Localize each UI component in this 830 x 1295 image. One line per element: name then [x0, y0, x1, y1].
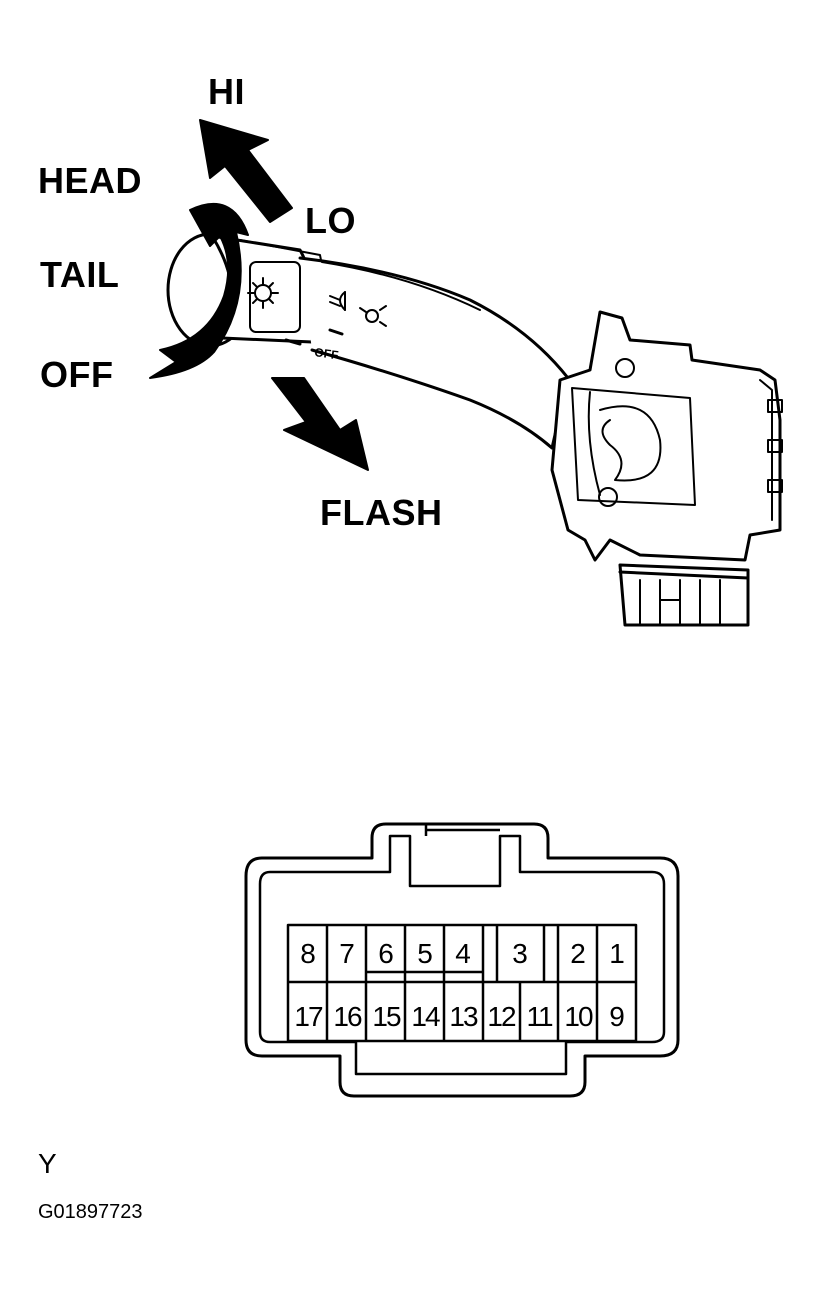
connector-inner-outline: [258, 834, 666, 1076]
pin-9: 9: [609, 1001, 625, 1032]
pin-6: 6: [378, 938, 394, 969]
headlight-symbol-icon: [247, 277, 279, 309]
pin-13: 13: [449, 1001, 478, 1032]
connector-pinout-diagram: 8 7 6 5 4 3 2 1 17 16 15 14 13 12 11 10 …: [244, 822, 680, 1098]
lever-shaft: [298, 256, 570, 450]
label-lo: LO: [305, 200, 356, 241]
switch-body: [550, 310, 783, 562]
label-head: HEAD: [38, 160, 143, 201]
lo-beam-symbol-icon: [329, 291, 346, 311]
label-off: OFF: [40, 354, 114, 395]
pin-7: 7: [339, 938, 355, 969]
pin-3: 3: [512, 938, 528, 969]
pin-14: 14: [411, 1001, 440, 1032]
pin-10: 10: [564, 1001, 593, 1032]
lever-off-mark: OFF: [314, 345, 340, 362]
pin-12: 12: [487, 1001, 516, 1032]
view-code: Y: [38, 1148, 57, 1179]
connector-outer-housing: [244, 822, 680, 1098]
parking-light-symbol-icon: [359, 305, 387, 327]
pin-5: 5: [417, 938, 433, 969]
pin-8: 8: [300, 938, 316, 969]
pin-16: 16: [333, 1001, 362, 1032]
label-hi: HI: [208, 71, 245, 112]
figure-id: G01897723: [38, 1201, 143, 1223]
pin-15: 15: [372, 1001, 401, 1032]
label-flash: FLASH: [320, 492, 443, 533]
arrow-hi-lo: [199, 119, 293, 223]
pin-4: 4: [455, 938, 471, 969]
pin-11: 11: [526, 1001, 552, 1032]
combination-switch-illustration: OFF: [149, 119, 783, 627]
arrow-rotary: [149, 202, 249, 379]
label-tail: TAIL: [40, 254, 120, 295]
switch-connector-housing: [618, 563, 750, 627]
pin-grid: [286, 923, 638, 1043]
pin-1: 1: [609, 938, 625, 969]
pin-2: 2: [570, 938, 586, 969]
arrow-flash: [271, 377, 369, 471]
pin-17: 17: [294, 1001, 323, 1032]
